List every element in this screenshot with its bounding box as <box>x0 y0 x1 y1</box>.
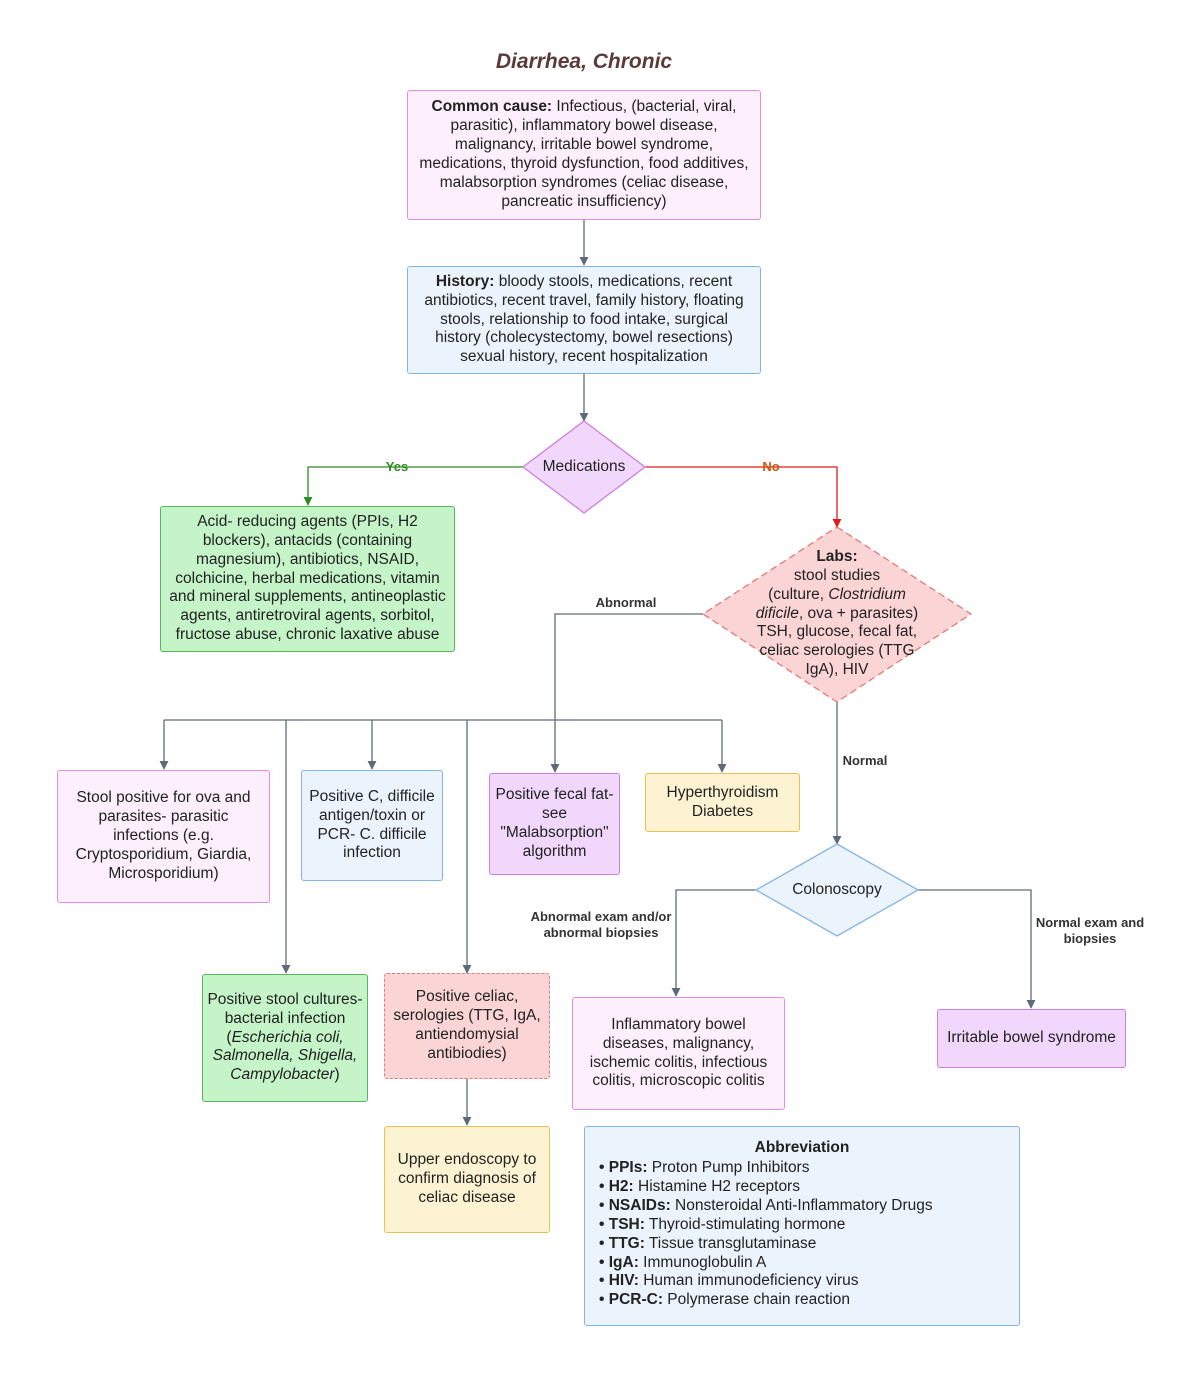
abbreviation-definition: Proton Pump Inhibitors <box>647 1159 810 1176</box>
common-cause-label: Common cause: <box>431 98 553 116</box>
abbreviation-item: TTG: Tissue transglutaminase <box>599 1235 1005 1254</box>
normal-label: Normal <box>842 753 888 768</box>
chart-title: Diarrhea, Chronic <box>495 50 673 73</box>
abbreviation-box: Abbreviation PPIs: Proton Pump Inhibitor… <box>584 1126 1020 1326</box>
medications-list-box: Acid- reducing agents (PPIs, H2 blockers… <box>160 506 455 652</box>
c-difficile-box: Positive C, difficile antigen/toxin or P… <box>301 770 443 881</box>
abbreviation-definition: Tissue transglutaminase <box>644 1234 817 1252</box>
abbreviation-item: NSAIDs: Nonsteroidal Anti-Inflammatory D… <box>599 1197 1005 1216</box>
abbreviation-item: IgA: Immunoglobulin A <box>599 1254 1005 1273</box>
history-label: History: <box>435 272 495 290</box>
abbreviation-list: PPIs: Proton Pump Inhibitors H2: Histami… <box>599 1159 1005 1310</box>
ibs-box: Irritable bowel syndrome <box>937 1009 1126 1068</box>
abbreviation-definition: Histamine H2 receptors <box>633 1177 800 1195</box>
abbreviation-term: TSH: <box>608 1215 645 1233</box>
no-label: No <box>762 459 780 474</box>
edge-colonoscopy-normal <box>918 889 1036 1009</box>
abbreviation-term: PCR-C: <box>608 1291 663 1309</box>
abbreviation-title: Abbreviation <box>754 1139 850 1156</box>
abbreviation-term: NSAIDs: <box>608 1196 671 1214</box>
history-box: History: bloody stools, medications, rec… <box>407 266 761 374</box>
medications-diamond <box>521 420 647 514</box>
labs-italic: Clostridium dificile <box>755 585 906 622</box>
labs-post: , ova + parasites) TSH, glucose, fecal f… <box>756 604 919 679</box>
abbreviation-item: PPIs: Proton Pump Inhibitors <box>599 1159 1005 1178</box>
labs-decision: Labs:stool studies(culture, Clostridium … <box>746 544 928 684</box>
abbreviation-definition: Polymerase chain reaction <box>662 1291 850 1309</box>
abbreviation-term: TTG: <box>608 1234 645 1252</box>
endoscopy-text: Upper endoscopy to confirm diagnosis of … <box>397 1151 537 1206</box>
abbreviation-definition: Thyroid-stimulating hormone <box>644 1215 846 1233</box>
abnormal-exam-label: Abnormal exam and/or abnormal biopsies <box>530 909 672 941</box>
labs-label: Labs: <box>816 547 858 565</box>
abbreviation-term: HIV: <box>608 1272 639 1290</box>
fecal-fat-box: Positive fecal fat-see "Malabsorption" a… <box>489 773 620 875</box>
abbreviation-definition: Human immunodeficiency virus <box>638 1272 859 1290</box>
stool-cultures-organisms: Escherichia coli, Salmonella, Shigella, … <box>212 1028 358 1084</box>
stool-cultures-pre: Positive stool cultures- bacterial infec… <box>207 990 363 1046</box>
stool-ova-text: Stool positive for ova and parasites- pa… <box>75 789 252 882</box>
abbreviation-item: HIV: Human immunodeficiency virus <box>599 1272 1005 1291</box>
abbreviation-term: PPIs: <box>608 1159 648 1176</box>
colonoscopy-decision: Colonoscopy <box>792 880 882 898</box>
common-cause-text: Infectious, (bacterial, viral, parasitic… <box>419 98 749 210</box>
ibd-box: Inflammatory bowel diseases, malignancy,… <box>572 997 785 1110</box>
edge-colonoscopy-abnormal <box>671 889 756 997</box>
fecal-fat-text: Positive fecal fat-see "Malabsorption" a… <box>495 786 614 860</box>
celiac-text: Positive celiac, serologies (TTG, IgA, a… <box>393 988 541 1062</box>
common-cause-box: Common cause: Infectious, (bacterial, vi… <box>407 90 761 220</box>
edge-no <box>645 466 842 528</box>
abnormal-label: Abnormal <box>595 595 657 610</box>
history-text: bloody stools, medications, recent antib… <box>424 272 744 366</box>
edge-yes <box>303 466 523 506</box>
stool-cultures-post: ) <box>334 1066 340 1084</box>
abbreviation-definition: Immunoglobulin A <box>638 1253 767 1271</box>
stool-cultures-box: Positive stool cultures- bacterial infec… <box>202 974 368 1102</box>
c-difficile-text: Positive C, difficile antigen/toxin or P… <box>309 787 435 862</box>
stool-ova-box: Stool positive for ova and parasites- pa… <box>57 770 270 903</box>
abbreviation-term: H2: <box>608 1177 634 1195</box>
endoscopy-box: Upper endoscopy to confirm diagnosis of … <box>384 1126 550 1233</box>
diabetes-text: Diabetes <box>691 802 754 820</box>
abbreviation-definition: Nonsteroidal Anti-Inflammatory Drugs <box>670 1196 933 1214</box>
labs-pre: (culture, <box>768 585 829 603</box>
colonoscopy-diamond <box>754 843 920 937</box>
yes-label: Yes <box>385 459 409 474</box>
labs-line1: stool studies <box>793 566 881 584</box>
celiac-box: Positive celiac, serologies (TTG, IgA, a… <box>384 973 550 1079</box>
abbreviation-item: TSH: Thyroid-stimulating hormone <box>599 1216 1005 1235</box>
abbreviation-item: H2: Histamine H2 receptors <box>599 1178 1005 1197</box>
abbreviation-item: PCR-C: Polymerase chain reaction <box>599 1291 1005 1310</box>
labs-diamond <box>701 526 973 703</box>
hyperthyroid-text: Hyperthyroidism <box>666 783 779 801</box>
edge-labs-abnormal <box>554 613 703 718</box>
ibs-text: Irritable bowel syndrome <box>947 1029 1116 1047</box>
abbreviation-term: IgA: <box>608 1253 639 1271</box>
ibd-text: Inflammatory bowel diseases, malignancy,… <box>589 1015 768 1090</box>
medications-decision: Medications <box>542 457 626 475</box>
medications-list-text: Acid- reducing agents (PPIs, H2 blockers… <box>169 512 446 644</box>
normal-exam-label: Normal exam and biopsies <box>1035 915 1145 947</box>
